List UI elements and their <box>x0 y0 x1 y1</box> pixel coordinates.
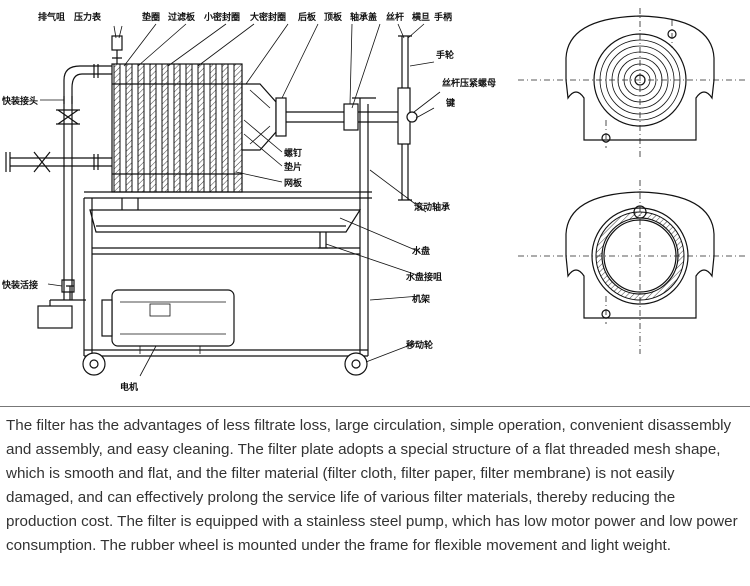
moving-wheel-left <box>82 352 106 376</box>
label-rear-plate: 后板 <box>298 11 317 23</box>
rear-plate-cone <box>241 83 277 151</box>
label-screw-nut: 丝杆压紧螺母 <box>442 77 496 89</box>
top-plate <box>275 97 287 137</box>
label-small-seal-ring: 小密封圈 <box>203 11 240 23</box>
label-screw-rod: 丝杆 <box>386 11 404 23</box>
label-gasket-ring: 垫圈 <box>142 11 160 23</box>
label-quick-joint: 快装接头 <box>2 95 38 107</box>
water-tray <box>89 209 362 233</box>
label-motor: 电机 <box>120 381 138 393</box>
label-frame: 机架 <box>412 293 430 305</box>
filter-plate-stack <box>111 63 243 193</box>
label-screw: 螺钉 <box>284 147 302 159</box>
frame-top-beam <box>84 191 372 199</box>
label-large-seal-ring: 大密封圈 <box>250 11 286 23</box>
label-handwheel: 手轮 <box>436 49 454 61</box>
quick-coupling <box>61 279 75 293</box>
leader-lines <box>40 23 441 377</box>
label-rolling-bearing: 滚动轴承 <box>414 201 450 213</box>
inlet-valve <box>33 151 51 173</box>
label-key: 键 <box>445 97 456 109</box>
inlet-pipe <box>5 152 112 172</box>
label-moving-wheel: 移动轮 <box>406 339 433 351</box>
label-tray-nozzle: 水盘接咀 <box>406 271 442 283</box>
pump-body <box>37 305 73 329</box>
label-bearing-cover: 轴承盖 <box>350 11 377 23</box>
pressure-gauge-symbol <box>111 35 123 51</box>
tray-nozzle <box>318 232 328 249</box>
label-pressure-gauge: 压力表 <box>74 11 102 23</box>
label-washer: 垫片 <box>284 161 302 173</box>
label-quick-coupling: 快装活接 <box>2 279 38 291</box>
handwheel-rim <box>398 35 412 201</box>
screw-rod <box>286 111 400 123</box>
divider <box>0 406 750 407</box>
label-handle: 手柄 <box>434 11 452 23</box>
motor-body <box>101 289 235 354</box>
moving-wheel-right <box>344 352 368 376</box>
filter-press-side-view <box>5 35 418 376</box>
frame-leg-right <box>352 97 376 356</box>
label-water-tray: 水盘 <box>412 245 430 257</box>
plate-mesh-view <box>518 180 746 354</box>
bearing-cover <box>343 103 359 131</box>
left-pipe <box>63 65 112 300</box>
filter-press-diagram: 排气咀 压力表 垫圈 过滤板 小密封圈 大密封圈 后板 顶板 轴承盖 丝杆 横旦… <box>2 8 746 393</box>
label-crossbar: 横旦 <box>412 11 430 23</box>
label-top-plate: 顶板 <box>324 11 343 23</box>
frame-leg-left <box>83 198 93 356</box>
description-text: The filter has the advantages of less fi… <box>6 417 738 554</box>
screw-nut <box>406 111 418 123</box>
quick-joint-valve <box>56 109 80 125</box>
label-exhaust-nozzle: 排气咀 <box>38 11 65 23</box>
label-filter-plate: 过滤板 <box>168 11 196 23</box>
label-mesh-plate: 网板 <box>284 177 303 189</box>
plate-front-view <box>518 8 746 160</box>
